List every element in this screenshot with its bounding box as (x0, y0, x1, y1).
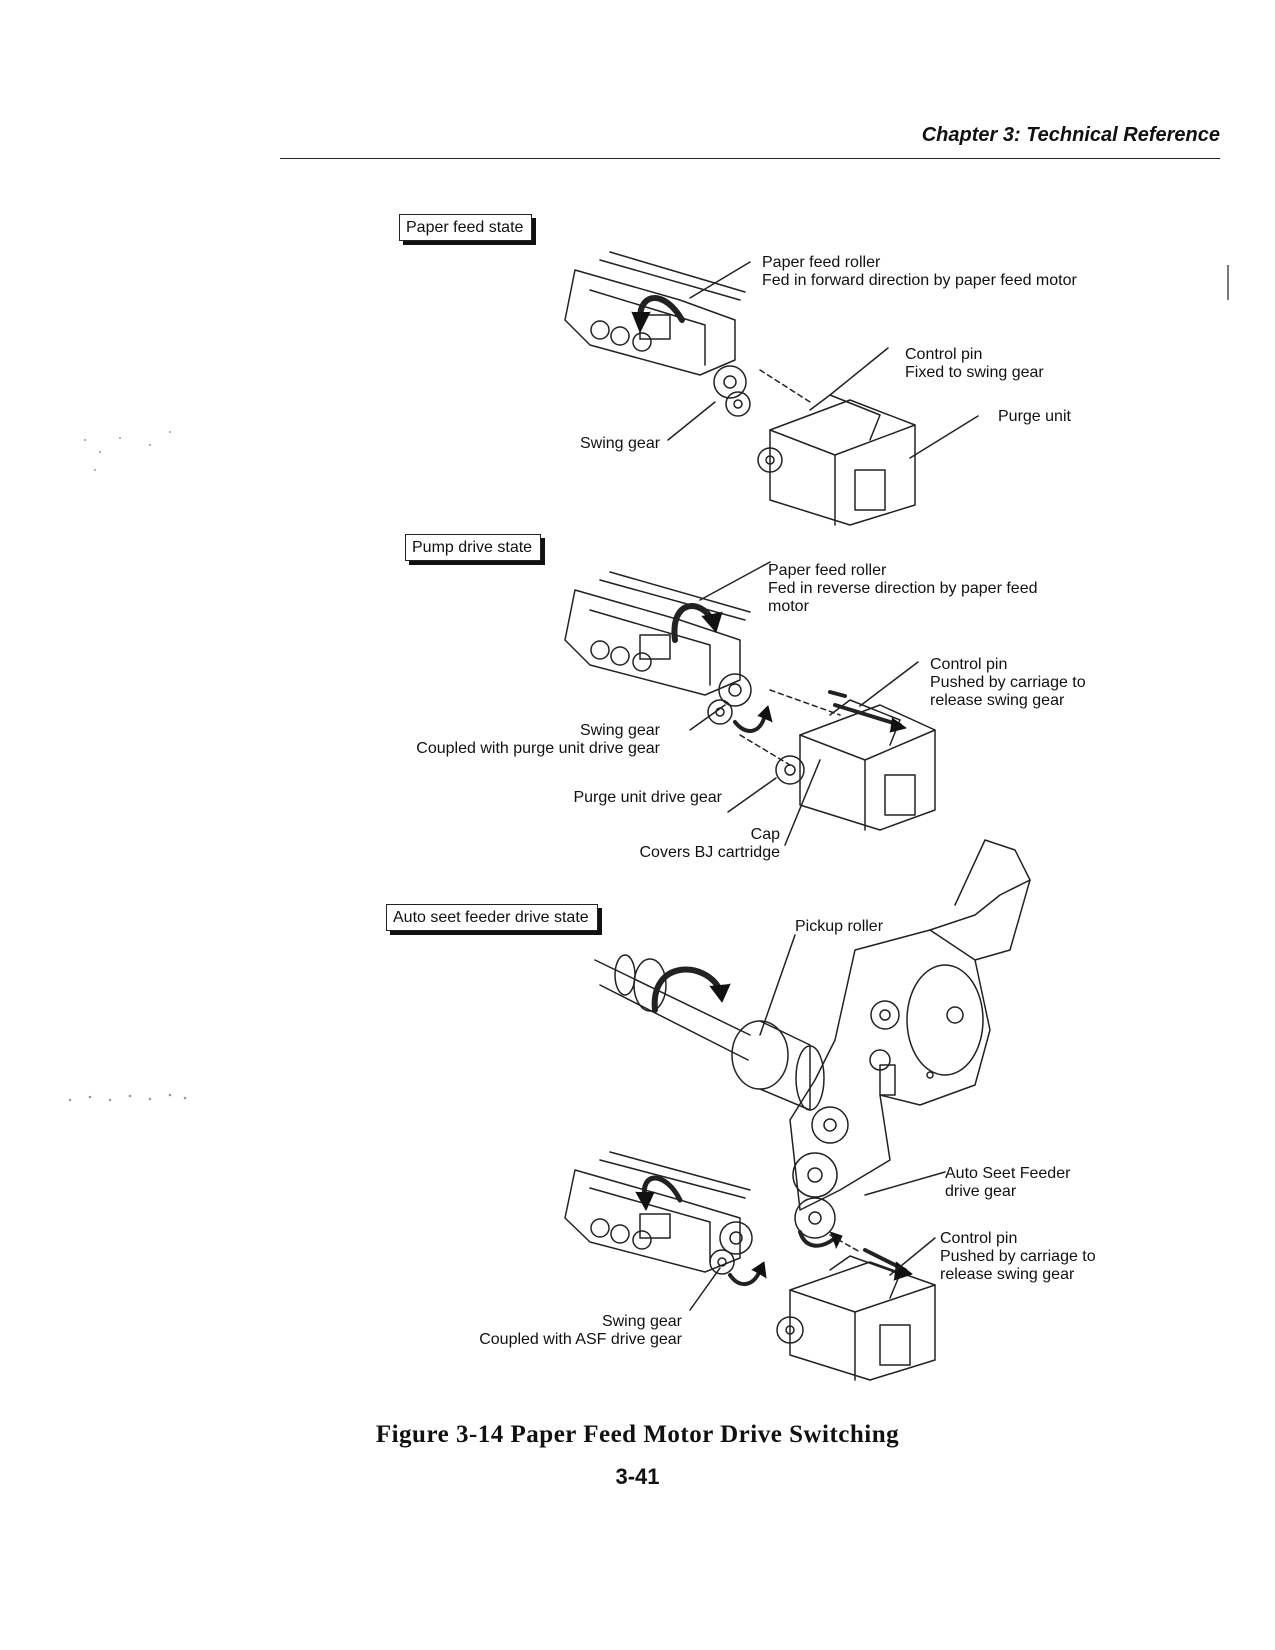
swing-gear-3 (709, 1221, 753, 1275)
scan-specks (68, 431, 187, 1102)
feed-arrow-3 (635, 1175, 767, 1286)
label-cap: Cap Covers BJ cartridge (639, 826, 781, 861)
pickup-roller (731, 1020, 825, 1111)
roller-assembly-1 (564, 251, 746, 376)
label-control-pin: Control pin Pushed by carriage to releas… (940, 1230, 1096, 1283)
label-control-pin: Control pin Fixed to swing gear (905, 346, 1044, 381)
figure-caption: Figure 3-14 Paper Feed Motor Drive Switc… (375, 1421, 900, 1448)
asf-arrow (798, 1230, 843, 1249)
header-rule (280, 158, 1220, 159)
label-swing-gear: Swing gear Coupled with purge unit drive… (416, 722, 660, 757)
purge-unit-3 (776, 1248, 936, 1381)
state-title-asf-drive: Auto seet feeder drive state (386, 904, 598, 931)
purge-unit-2 (775, 690, 936, 831)
asf-drive-gears (792, 1106, 849, 1239)
label-purge-unit: Purge unit (998, 408, 1071, 425)
page-number: 3-41 (615, 1464, 660, 1489)
feed-arrow-1 (631, 295, 685, 333)
state-title-paper-feed: Paper feed state (399, 214, 533, 241)
swing-gear-2 (707, 673, 752, 725)
roller-assembly-3 (564, 1151, 751, 1273)
label-asf-drive-gear: Auto Seet Feeder drive gear (945, 1165, 1071, 1200)
pickup-arrow (651, 966, 731, 1013)
purge-unit-1 (757, 394, 916, 526)
label-swing-gear: Swing gear Coupled with ASF drive gear (479, 1313, 682, 1348)
asf-side-plate (789, 839, 1031, 1211)
label-swing-gear: Swing gear (580, 435, 661, 452)
feed-arrow-2 (671, 603, 773, 733)
swing-gear-1 (713, 365, 751, 417)
chapter-title: Chapter 3: Technical Reference (921, 124, 1220, 146)
state-title-pump-drive: Pump drive state (405, 534, 542, 561)
roller-assembly-2 (564, 571, 751, 696)
label-pickup-roller: Pickup roller (795, 918, 884, 935)
label-paper-feed-roller: Paper feed roller Fed in forward directi… (762, 254, 1077, 289)
pickup-shaft (594, 954, 751, 1061)
label-purge-unit-drive-gear: Purge unit drive gear (573, 789, 722, 806)
label-control-pin: Control pin Pushed by carriage to releas… (930, 656, 1086, 709)
label-paper-feed-roller: Paper feed roller Fed in reverse directi… (768, 562, 1038, 615)
